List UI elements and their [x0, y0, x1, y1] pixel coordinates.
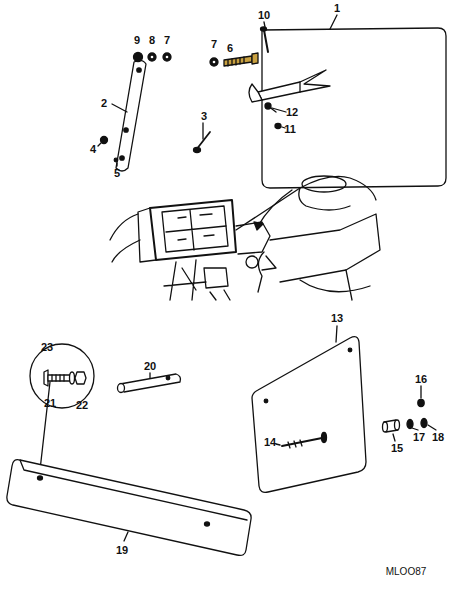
callout-number: 4 — [90, 144, 96, 155]
callout-number: 10 — [258, 10, 270, 21]
drawing-code: MLOO87 — [386, 567, 427, 577]
callout-number: 20 — [144, 361, 156, 372]
callout-number: 7 — [211, 39, 217, 50]
callout-number: 8 — [149, 35, 155, 46]
callout-number: 15 — [391, 443, 403, 454]
callout-number: 3 — [201, 111, 207, 122]
callout-number: 1 — [334, 3, 340, 14]
callout-number: 5 — [114, 168, 120, 179]
callout-number: 13 — [331, 313, 343, 324]
callout-number: 17 — [413, 432, 425, 443]
callout-number: 19 — [116, 545, 128, 556]
callout-number: 18 — [432, 432, 444, 443]
callout-number: 21 — [44, 398, 56, 409]
callout-number: 11 — [284, 124, 296, 135]
callout-number: 16 — [415, 374, 427, 385]
callout-number: 22 — [76, 400, 88, 411]
callout-number: 23 — [41, 342, 53, 353]
callout-number: 7 — [164, 35, 170, 46]
callout-number: 6 — [227, 43, 233, 54]
callout-number: 2 — [101, 98, 107, 109]
callout-number: 14 — [264, 437, 276, 448]
callout-number: 12 — [286, 107, 298, 118]
callout-number: 9 — [134, 35, 140, 46]
